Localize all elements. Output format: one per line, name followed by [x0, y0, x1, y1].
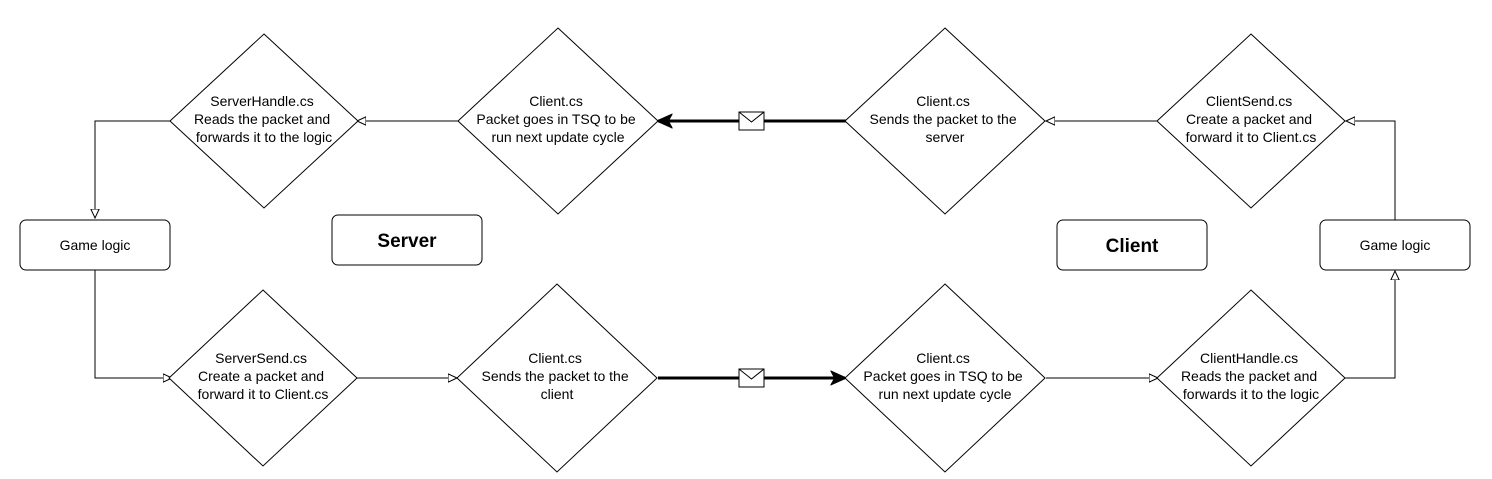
- node-line: Create a packet and: [1186, 111, 1312, 127]
- node-line: server: [926, 129, 965, 145]
- node-title: Client.cs: [916, 93, 970, 109]
- node-title: Client.cs: [916, 350, 970, 366]
- node-line: Sends the packet to the: [870, 111, 1017, 127]
- node-line: forward it to Client.cs: [1186, 129, 1317, 145]
- svg-text:ServerHandle.cs Reads th: ServerHandle.cs Reads the packet and for…: [194, 93, 334, 145]
- edge-clienthandle-to-gamelogic: [1345, 271, 1395, 379]
- edge-serverhandle-to-gamelogic: [95, 120, 170, 218]
- edge-gamelogic-to-clientsend: [1346, 121, 1396, 220]
- box-label: Game logic: [60, 237, 131, 253]
- svg-text:Client.cs Sends the pack: Client.cs Sends the packet to the server: [870, 93, 1021, 145]
- node-title: ServerHandle.cs: [210, 93, 314, 109]
- edge-gamelogic-to-serversend: [94, 270, 172, 378]
- node-line: Packet goes in TSQ to be: [476, 111, 635, 127]
- diamond-server-client-send: Client.cs Sends the packet to the client: [456, 283, 658, 473]
- node-line: run next update cycle: [491, 129, 624, 145]
- envelope-icon: [738, 111, 765, 131]
- node-title: Client.cs: [528, 350, 582, 366]
- svg-text:Client.cs Packet goes in: Client.cs Packet goes in TSQ to be run n…: [476, 93, 639, 145]
- node-line: client: [541, 386, 574, 402]
- svg-text:ServerSend.cs Create a p: ServerSend.cs Create a packet and forwar…: [198, 350, 329, 402]
- diamond-client-handle: ClientHandle.cs Reads the packet and for…: [1156, 289, 1346, 467]
- node-line: Packet goes in TSQ to be: [863, 368, 1022, 384]
- diamond-client-send-to-server: Client.cs Sends the packet to the server: [844, 27, 1046, 215]
- box-server-game-logic: Game logic: [19, 219, 171, 271]
- node-line: Sends the packet to the: [482, 368, 629, 384]
- server-title: Server: [377, 231, 437, 252]
- svg-text:Client.cs Packet goes in: Client.cs Packet goes in TSQ to be run n…: [863, 350, 1026, 402]
- diamond-server-send: ServerSend.cs Create a packet and forwar…: [168, 289, 358, 467]
- node-title: Client.cs: [529, 93, 583, 109]
- node-line: forward it to Client.cs: [198, 386, 329, 402]
- node-line: forwards it to the logic: [1183, 386, 1319, 402]
- box-client-game-logic: Game logic: [1319, 219, 1471, 271]
- diamond-server-client-receive: Client.cs Packet goes in TSQ to be run n…: [457, 27, 659, 215]
- diamond-client-client-receive: Client.cs Packet goes in TSQ to be run n…: [844, 283, 1046, 473]
- node-line: forwards it to the logic: [196, 129, 332, 145]
- node-line: Reads the packet and: [194, 111, 330, 127]
- node-title: ClientHandle.cs: [1200, 350, 1298, 366]
- node-line: run next update cycle: [878, 386, 1011, 402]
- client-title: Client: [1106, 236, 1159, 257]
- node-line: Reads the packet and: [1181, 368, 1317, 384]
- svg-text:ClientSend.cs Create a p: ClientSend.cs Create a packet and forwar…: [1186, 93, 1317, 145]
- diamond-client-send: ClientSend.cs Create a packet and forwar…: [1156, 33, 1346, 209]
- box-label: Game logic: [1360, 237, 1431, 253]
- box-server-label: Server: [331, 214, 483, 266]
- node-title: ClientSend.cs: [1206, 93, 1292, 109]
- svg-text:ClientHandle.cs Reads th: ClientHandle.cs Reads the packet and for…: [1181, 350, 1321, 402]
- node-line: Create a packet and: [198, 368, 324, 384]
- node-title: ServerSend.cs: [215, 350, 307, 366]
- envelope-icon: [738, 368, 765, 388]
- diamond-server-handle: ServerHandle.cs Reads the packet and for…: [169, 33, 359, 209]
- svg-text:Client.cs Sends the pack: Client.cs Sends the packet to the client: [482, 350, 633, 402]
- box-client-label: Client: [1056, 219, 1208, 271]
